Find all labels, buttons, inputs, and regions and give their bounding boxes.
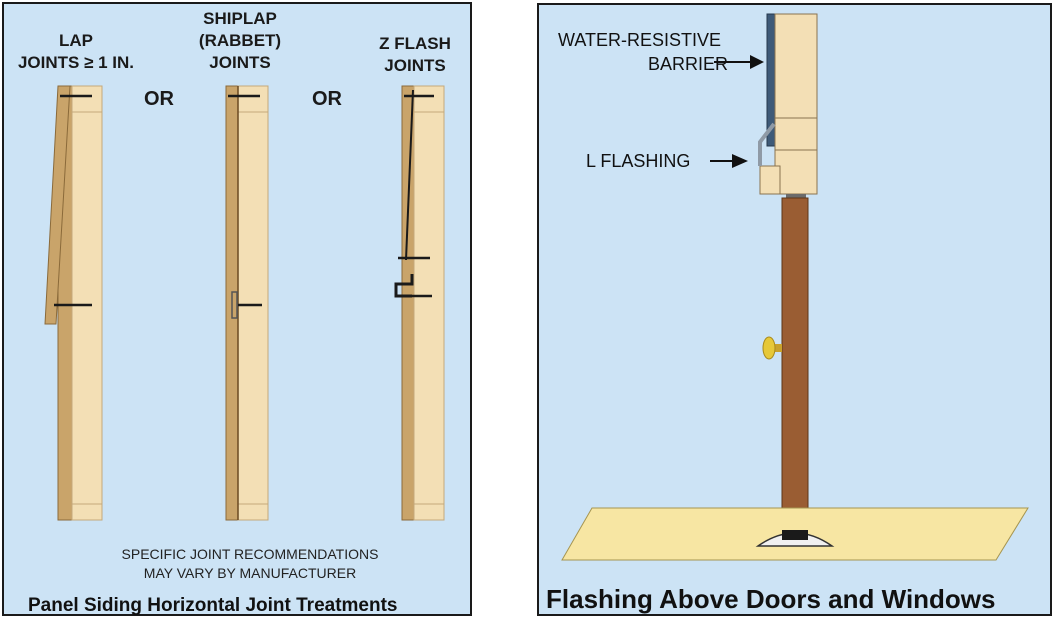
door-flashing-drawing [561, 13, 1029, 561]
note-line1: SPECIFIC JOINT RECOMMENDATIONS [121, 546, 379, 562]
shiplap-joint-drawing [225, 85, 269, 521]
z-flash-joints-label: Z FLASH JOINTS [365, 33, 465, 77]
rabbet-notch [231, 291, 238, 319]
door-sweep [782, 530, 808, 540]
barrier-arrow [714, 55, 764, 69]
barrier-label-line1: WATER-RESISTIVE [558, 30, 722, 50]
shiplap-label-line1: SHIPLAP [203, 9, 277, 28]
zflash-panel [413, 85, 445, 521]
door-knob [762, 336, 776, 360]
lap-panel [71, 85, 103, 521]
lap-upper-panel [44, 85, 71, 325]
l-flashing-label: L FLASHING [586, 151, 691, 171]
zflash-stud [401, 85, 415, 521]
barrier-label-line2: BARRIER [648, 54, 729, 74]
drip-gap [786, 194, 806, 198]
or-text-2: OR [312, 88, 342, 110]
shiplap-label-line3: JOINTS [209, 53, 271, 72]
shiplap-joints-label: SHIPLAP (RABBET) JOINTS [190, 8, 290, 74]
siding-above-door [774, 13, 818, 195]
lap-label-line1: LAP [59, 31, 93, 50]
lap-label-line2: JOINTS ≥ 1 IN. [17, 53, 135, 72]
lap-joints-label: LAP JOINTS ≥ 1 IN. [16, 30, 136, 74]
note-line2: MAY VARY BY MANUFACTURER [143, 565, 357, 581]
or-text-1: OR [144, 88, 174, 110]
shiplap-panel [237, 85, 269, 521]
left-panel-title: Panel Siding Horizontal Joint Treatments [28, 595, 398, 616]
joint-note: SPECIFIC JOINT RECOMMENDATIONS MAY VARY … [60, 545, 440, 583]
head-trim [759, 165, 781, 195]
barrier-label: WATER-RESISTIVE BARRIER [558, 28, 728, 76]
zflash-label-line1: Z FLASH [379, 34, 451, 53]
flashing-arrow [710, 154, 748, 168]
z-flash-joint-drawing [394, 85, 445, 521]
z-flashing [394, 274, 414, 298]
door-slab [781, 197, 809, 531]
zflash-label-line2: JOINTS [384, 56, 446, 75]
l-flashing [758, 122, 776, 166]
lap-joint-drawing [44, 85, 103, 521]
zflash-barrier-line [405, 89, 414, 261]
right-panel-title: Flashing Above Doors and Windows [546, 584, 996, 614]
shiplap-label-line2: (RABBET) [198, 31, 282, 50]
